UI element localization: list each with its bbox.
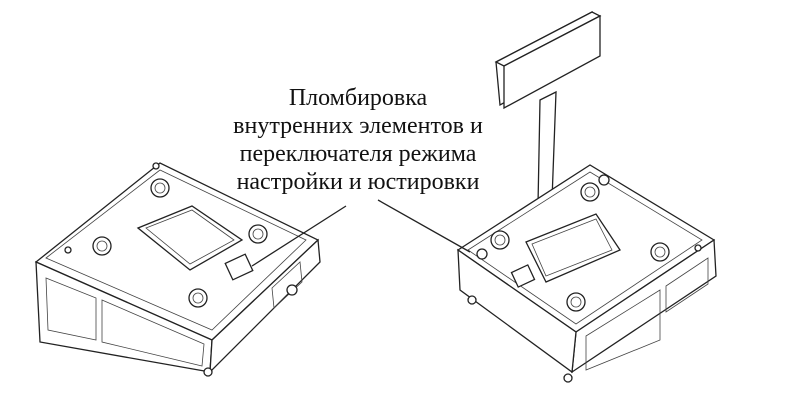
caption-line: внутренних элементов и bbox=[233, 113, 483, 139]
right-seal-switch bbox=[510, 264, 536, 288]
left-feet bbox=[64, 162, 298, 377]
caption-line: Пломбировка bbox=[288, 85, 428, 111]
caption-line: переключателя режима bbox=[239, 141, 477, 167]
right-scale bbox=[377, 10, 717, 383]
right-battery-cover bbox=[525, 213, 621, 283]
left-leader-line bbox=[251, 205, 347, 267]
caption: Пломбировка внутренних элементов и перек… bbox=[188, 84, 528, 196]
right-scale-side bbox=[457, 248, 577, 374]
left-seal-switch bbox=[224, 253, 254, 281]
left-scale bbox=[34, 162, 347, 377]
right-leader-line bbox=[377, 199, 471, 253]
caption-line: настройки и юстировки bbox=[236, 169, 480, 195]
left-scale-side bbox=[209, 238, 321, 374]
right-feet bbox=[467, 174, 702, 383]
left-battery-cover bbox=[136, 205, 244, 271]
